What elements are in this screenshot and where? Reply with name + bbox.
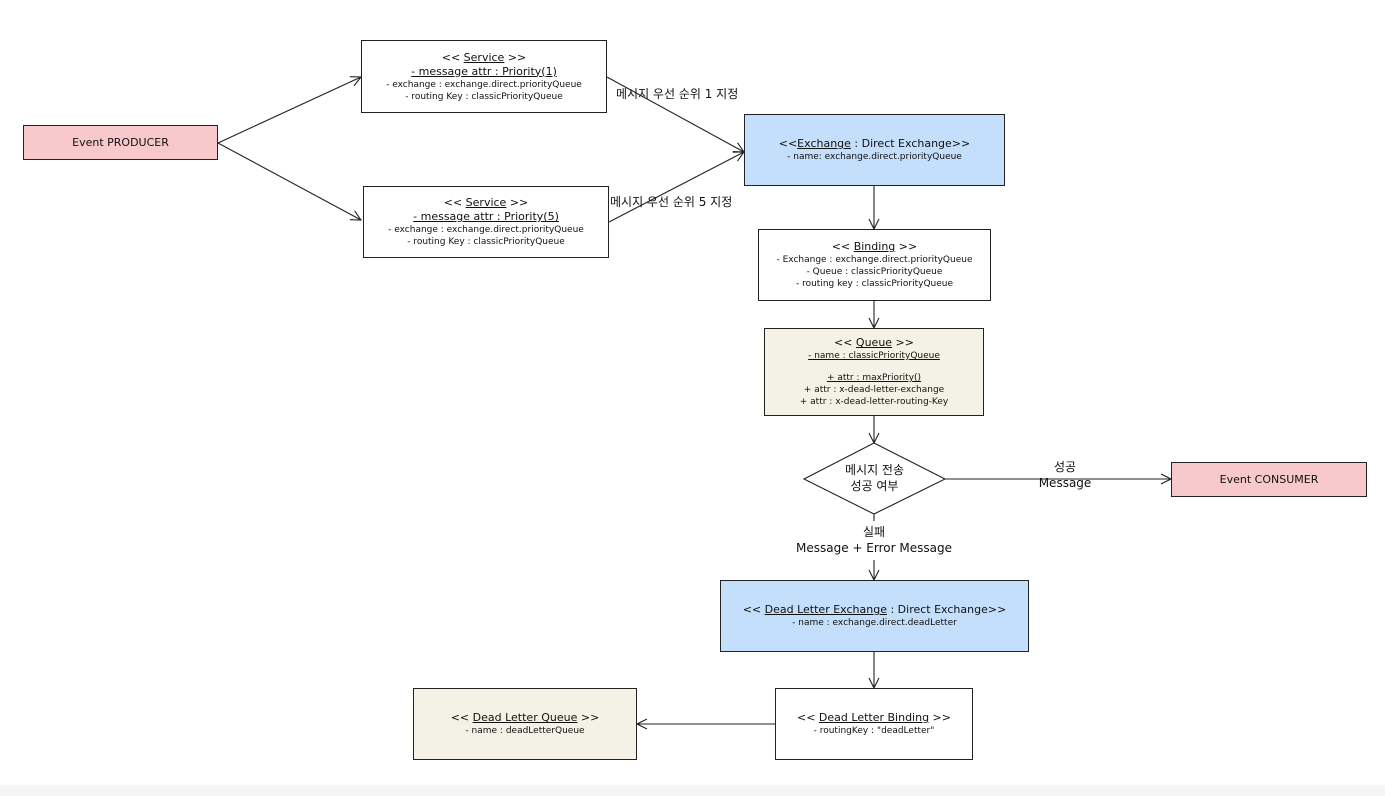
binding-routing-key: - routing key : classicPriorityQueue (795, 279, 954, 289)
event-producer-node: Event PRODUCER (23, 125, 218, 160)
edge-producer-service2 (217, 142, 361, 220)
success-label-kr: 성공 (1053, 460, 1077, 474)
decision-label: 메시지 전송 성공 여부 (804, 462, 945, 494)
decision-diamond (802, 442, 947, 515)
dl-exchange-stereotype: << Dead Letter Exchange : Direct Exchang… (742, 603, 1007, 616)
service-2-routing-key: - routing Key : classicPriorityQueue (407, 237, 565, 247)
binding-queue: - Queue : classicPriorityQueue (806, 267, 943, 277)
service-2-exchange: - exchange : exchange.direct.priorityQue… (388, 225, 584, 235)
edge-service2-exchange (608, 152, 744, 223)
dl-queue-name-attr: - name : deadLetterQueue (465, 726, 585, 736)
service-2-stereotype: << Service >> (443, 196, 529, 209)
service-2-message-attr: - message attr : Priority(5) (413, 210, 559, 223)
dl-binding-stereotype: << Dead Letter Binding >> (796, 711, 951, 724)
edge-producer-service1 (217, 77, 361, 144)
edge-label-success: 성공 Message (1020, 459, 1110, 491)
fail-label-kr: 실패 (862, 525, 886, 539)
queue-stereotype: << Queue >> (833, 336, 914, 349)
direct-exchange-node: <<Exchange : Direct Exchange>> - name: e… (744, 114, 1005, 186)
service-1-message-attr: - message attr : Priority(1) (411, 64, 557, 78)
binding-node: << Binding >> - Exchange : exchange.dire… (758, 229, 991, 301)
edge-label-fail: 실패 Message + Error Message (774, 524, 974, 556)
service-1-stereotype: << Service >> (441, 50, 527, 64)
queue-dlx-attr: + attr : x-dead-letter-exchange (803, 385, 945, 395)
event-consumer-label: Event CONSUMER (1219, 472, 1319, 486)
dl-exchange-name-attr: - name : exchange.direct.deadLetter (792, 618, 957, 628)
edge-label-priority-1: 메시지 우선 순위 1 지정 (616, 87, 739, 101)
exchange-name-attr: - name: exchange.direct.priorityQueue (787, 152, 962, 162)
event-consumer-node: Event CONSUMER (1171, 462, 1367, 497)
success-label-en: Message (1038, 476, 1092, 490)
queue-dlx-routing-attr: + attr : x-dead-letter-routing-Key (799, 397, 949, 407)
exchange-stereotype: <<Exchange : Direct Exchange>> (778, 137, 971, 150)
binding-stereotype: << Binding >> (831, 240, 918, 253)
dead-letter-queue-node: << Dead Letter Queue >> - name : deadLet… (413, 688, 637, 760)
event-producer-label: Event PRODUCER (72, 135, 169, 149)
edge-label-priority-5: 메시지 우선 순위 5 지정 (610, 195, 733, 209)
decision-line-2: 성공 여부 (850, 479, 899, 493)
edge-service1-exchange (606, 76, 744, 152)
priority-queue-node: << Queue >> - name : classicPriorityQueu… (764, 328, 984, 416)
service-priority-5-node: << Service >> - message attr : Priority(… (363, 186, 609, 258)
queue-name-attr: - name : classicPriorityQueue (808, 351, 940, 361)
queue-max-priority-attr: + attr : maxPriority() (826, 373, 922, 383)
service-1-exchange: - exchange : exchange.direct.priorityQue… (386, 79, 582, 90)
fail-label-en: Message + Error Message (796, 541, 952, 555)
dead-letter-exchange-node: << Dead Letter Exchange : Direct Exchang… (720, 580, 1029, 652)
binding-exchange: - Exchange : exchange.direct.priorityQue… (776, 255, 973, 265)
bottom-strip (0, 785, 1385, 796)
dl-binding-routing-key: - routingKey : "deadLetter" (813, 726, 935, 736)
service-1-routing-key: - routing Key : classicPriorityQueue (405, 91, 563, 102)
service-priority-1-node: << Service >> - message attr : Priority(… (361, 40, 607, 113)
dl-queue-stereotype: << Dead Letter Queue >> (450, 711, 600, 724)
dead-letter-binding-node: << Dead Letter Binding >> - routingKey :… (775, 688, 973, 760)
decision-line-1: 메시지 전송 (844, 463, 904, 477)
